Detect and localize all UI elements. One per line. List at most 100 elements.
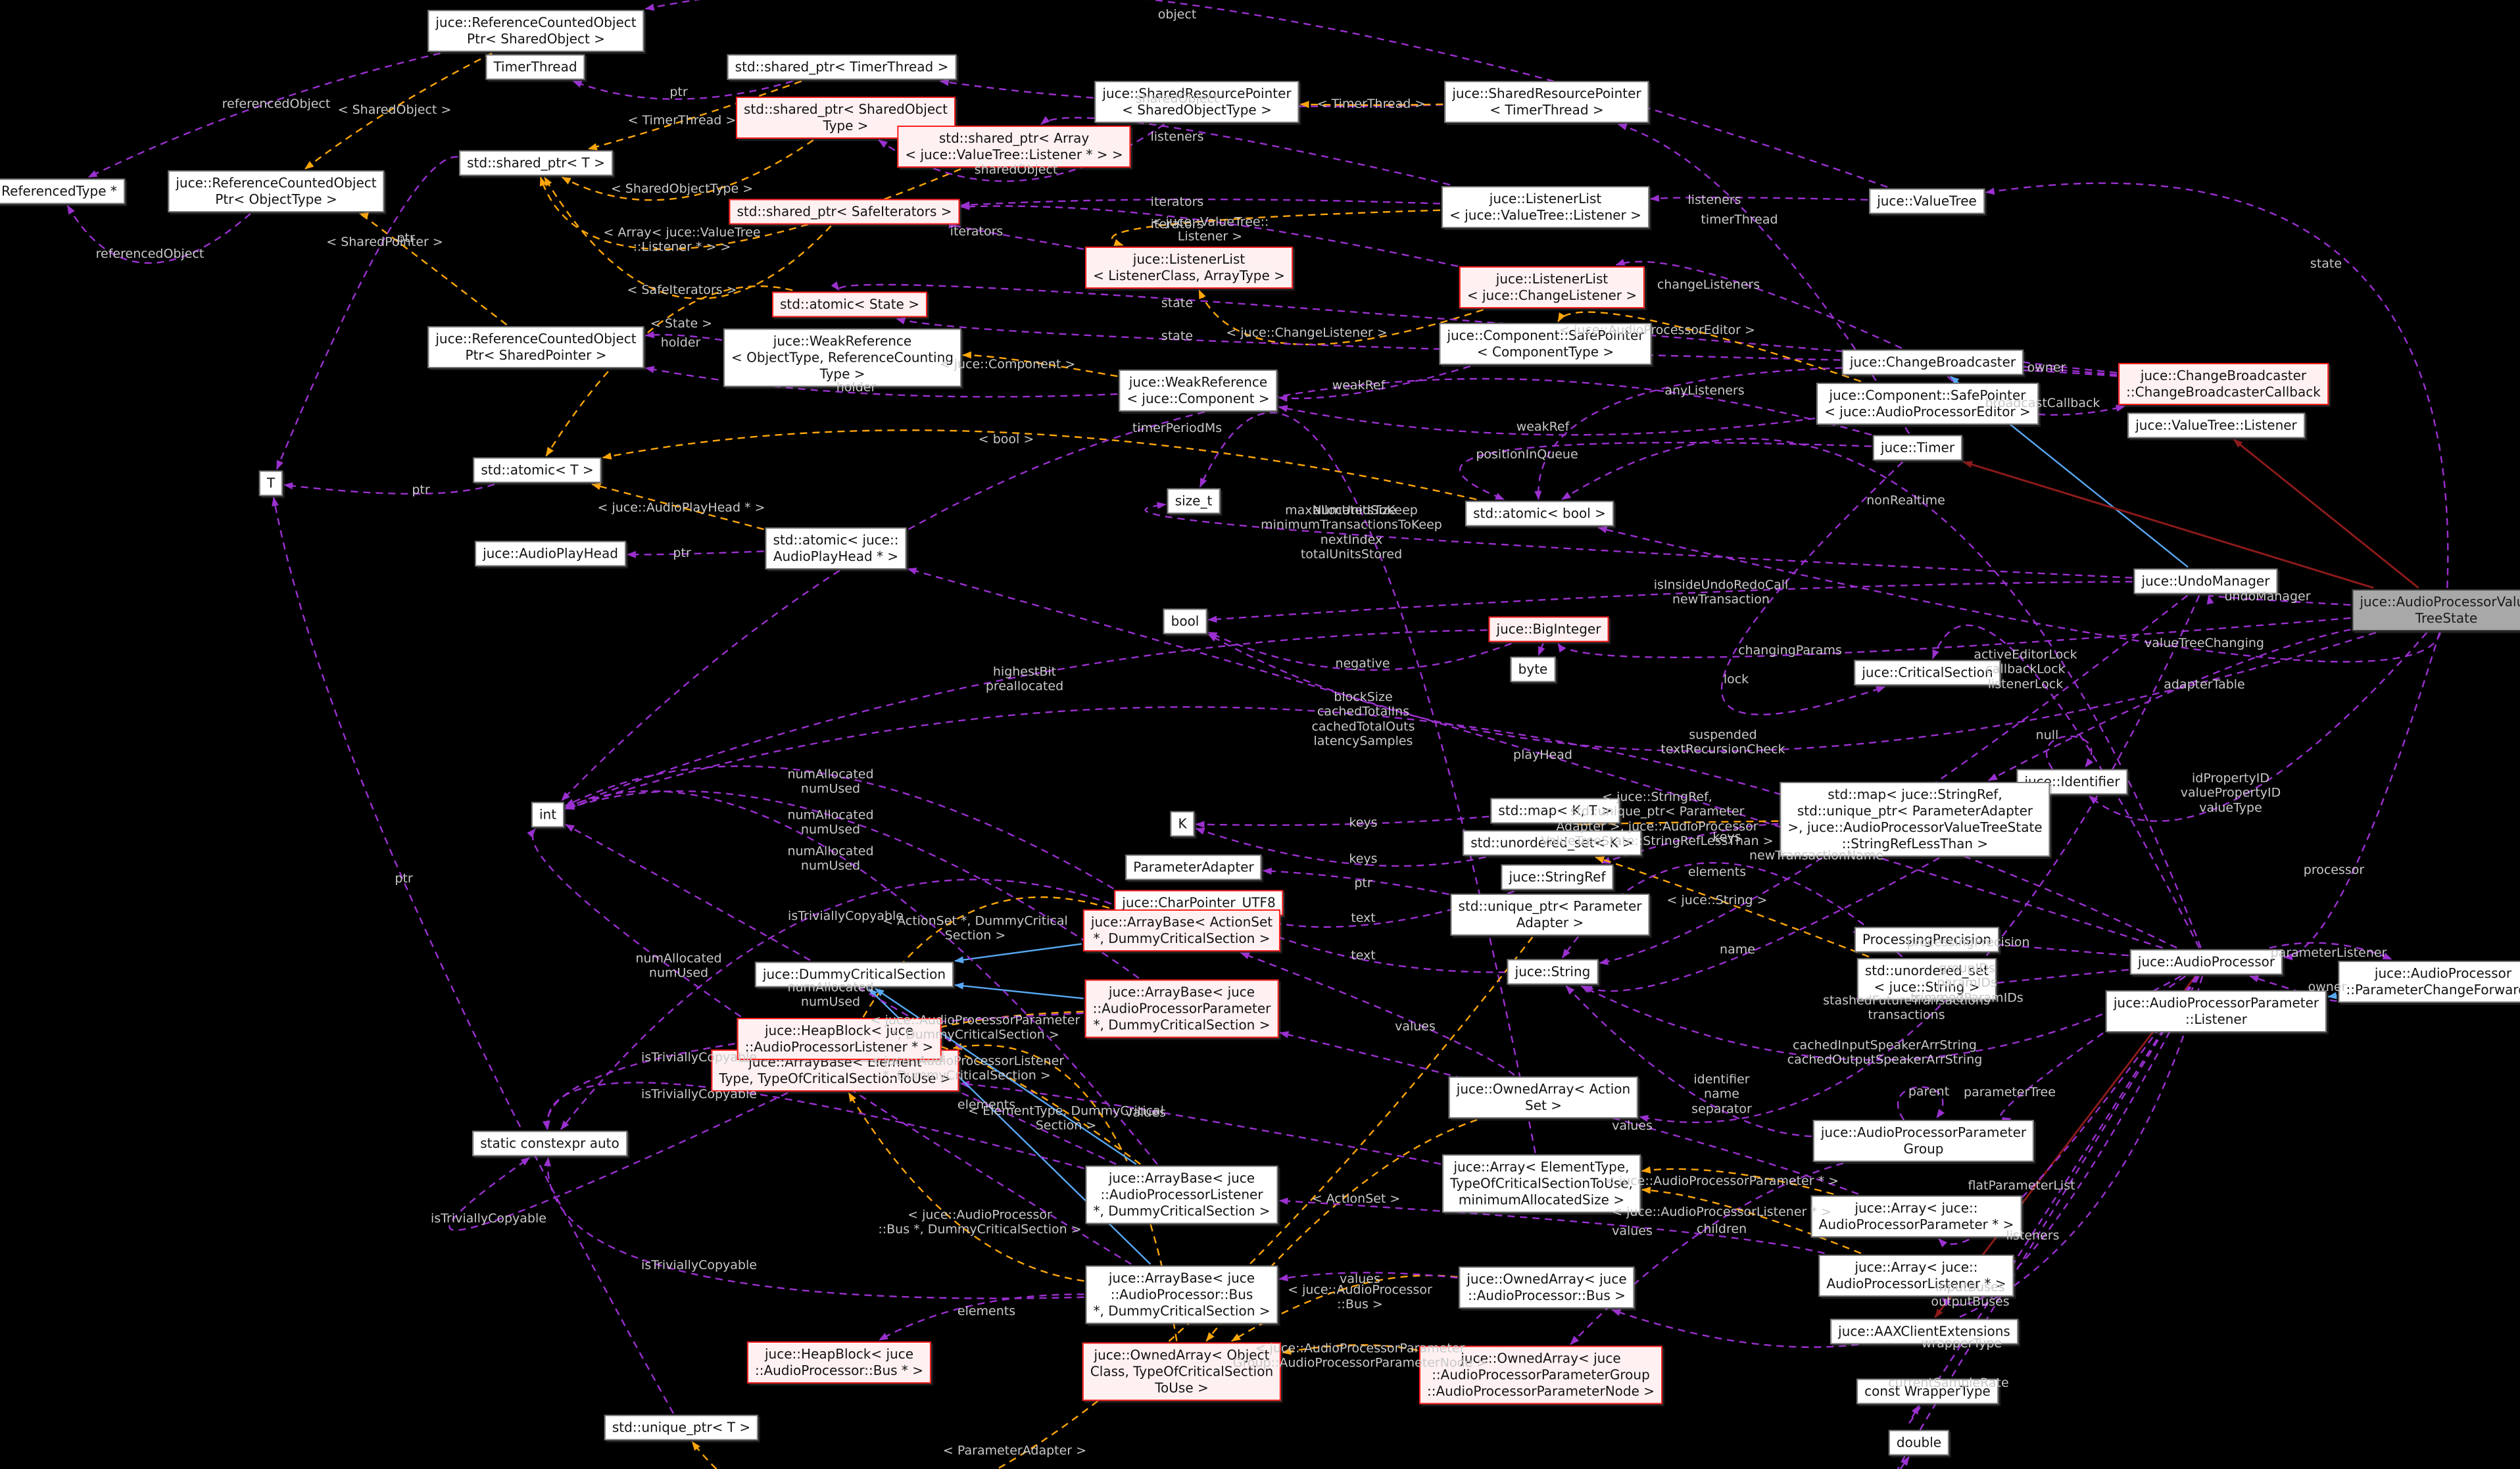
node-oa-actionset[interactable]: juce::OwnedArray< Action Set > bbox=[1448, 1076, 1639, 1119]
node-bool[interactable]: bool bbox=[1163, 608, 1207, 635]
node-rcop-sharedpointer[interactable]: juce::ReferenceCountedObject Ptr< Shared… bbox=[427, 326, 644, 368]
node-string[interactable]: juce::String bbox=[1507, 959, 1599, 985]
edge-ll-vtlistener-to-sp-safeiterators bbox=[960, 198, 1441, 208]
node-ab-actionset[interactable]: juce::ArrayBase< ActionSet *, DummyCriti… bbox=[1082, 909, 1281, 951]
edge-ab-apparam-to-int bbox=[565, 790, 1140, 979]
node-cb-callback[interactable]: juce::ChangeBroadcaster ::ChangeBroadcas… bbox=[2118, 363, 2329, 405]
node-ll-changelistener[interactable]: juce::ListenerList < juce::ChangeListene… bbox=[1459, 266, 1645, 308]
node-stringref[interactable]: juce::StringRef bbox=[1501, 864, 1614, 890]
edge-audioprocessor-to-array-apparam bbox=[1938, 975, 2197, 1248]
node-ab-bus[interactable]: juce::ArrayBase< juce ::AudioProcessor::… bbox=[1085, 1265, 1278, 1324]
edge-atomic-t-to-t bbox=[283, 482, 495, 495]
node-hb-aplistener[interactable]: juce::HeapBlock< juce ::AudioProcessorLi… bbox=[737, 1018, 942, 1060]
node-srp-timerthread[interactable]: juce::SharedResourcePointer < TimerThrea… bbox=[1444, 81, 1649, 123]
edge-cb-callback-to-atomic-state bbox=[831, 281, 2118, 376]
edge-array-aplistener-to-ab-aplistener bbox=[1278, 1197, 1825, 1255]
edge-ll-changelistener-to-ll-template bbox=[1198, 289, 1484, 346]
node-ab-aplistener[interactable]: juce::ArrayBase< juce ::AudioProcessorLi… bbox=[1085, 1165, 1278, 1224]
node-size-t[interactable]: size_t bbox=[1167, 488, 1221, 514]
edge-audioprocessor-to-criticalsection bbox=[1931, 624, 2200, 949]
node-valuetree[interactable]: juce::ValueTree bbox=[1869, 188, 1985, 214]
edge-ab-actionset-to-constexpr-auto bbox=[560, 879, 1124, 1130]
node-hb-bus[interactable]: juce::HeapBlock< juce ::AudioProcessor::… bbox=[746, 1341, 932, 1384]
node-oa-bus[interactable]: juce::OwnedArray< juce ::AudioProcessor:… bbox=[1459, 1266, 1635, 1309]
node-atomic-bool[interactable]: std::atomic< bool > bbox=[1465, 500, 1614, 527]
edge-cb-callback-to-changebroadcaster bbox=[2016, 358, 2118, 374]
node-sp-timerthread[interactable]: std::shared_ptr< TimerThread > bbox=[727, 54, 957, 80]
node-csp-componenttype[interactable]: juce::Component::SafePointer < Component… bbox=[1439, 323, 1652, 365]
node-audioplayhead[interactable]: juce::AudioPlayHead bbox=[475, 541, 626, 567]
edge-ab-actionset-to-ab-template bbox=[845, 896, 1110, 1049]
node-apvts[interactable]: juce::AudioProcessorValue TreeState bbox=[2352, 589, 2520, 631]
node-timer[interactable]: juce::Timer bbox=[1872, 435, 1963, 461]
edge-apvts-to-biginteger bbox=[1557, 617, 2351, 658]
node-atomic-t[interactable]: std::atomic< T > bbox=[473, 457, 602, 483]
node-timerthread[interactable]: TimerThread bbox=[485, 54, 585, 80]
node-array-aplistener[interactable]: juce::Array< juce:: AudioProcessorListen… bbox=[1818, 1255, 2014, 1297]
node-uset-string[interactable]: std::unordered_set < juce::String > bbox=[1856, 958, 1997, 1000]
node-dummycriticalsection[interactable]: juce::DummyCriticalSection bbox=[754, 961, 954, 988]
edge-sp-t-to-t bbox=[276, 156, 458, 470]
node-sp-sharedobjecttype[interactable]: std::shared_ptr< SharedObject Type > bbox=[736, 97, 956, 139]
node-audioprocessor[interactable]: juce::AudioProcessor bbox=[2129, 949, 2283, 975]
edge-appgroup-to-string bbox=[1565, 985, 1812, 1138]
node-sp-t[interactable]: std::shared_ptr< T > bbox=[459, 150, 613, 176]
node-undomanager[interactable]: juce::UndoManager bbox=[2133, 568, 2278, 594]
node-atomic-playhead-ptr[interactable]: std::atomic< juce:: AudioPlayHead * > bbox=[765, 527, 907, 569]
edge-ab-apparam-to-constexpr-auto bbox=[542, 1012, 1084, 1130]
node-srp-sharedobjecttype[interactable]: juce::SharedResourcePointer < SharedObje… bbox=[1094, 81, 1299, 123]
edge-audioprocessor-to-wrappertype bbox=[1908, 975, 2198, 1424]
node-weakref-component[interactable]: juce::WeakReference < juce::Component > bbox=[1119, 370, 1278, 412]
node-byte[interactable]: byte bbox=[1510, 656, 1556, 683]
edge-rcop-objecttype-to-reftype bbox=[66, 205, 251, 264]
node-ll-template[interactable]: juce::ListenerList < ListenerClass, Arra… bbox=[1085, 247, 1293, 289]
node-sp-safeiterators[interactable]: std::shared_ptr< SafeIterators > bbox=[729, 199, 960, 225]
node-constexpr-auto[interactable]: static constexpr auto bbox=[472, 1130, 627, 1157]
node-t[interactable]: T bbox=[258, 470, 283, 496]
edge-ll-vtlistener-to-sp-array-vtlistener bbox=[1040, 116, 1451, 186]
edge-apvts-to-identifier bbox=[2089, 632, 2428, 822]
node-appgroup[interactable]: juce::AudioProcessorParameter Group bbox=[1812, 1120, 2035, 1162]
edge-ab-bus-to-ab-template bbox=[848, 1092, 1084, 1282]
edge-changebroadcaster-to-ll-changelistener bbox=[1615, 258, 1902, 349]
node-rcop-objecttype[interactable]: juce::ReferenceCountedObject Ptr< Object… bbox=[168, 170, 385, 212]
node-atomic-state[interactable]: std::atomic< State > bbox=[772, 291, 927, 318]
node-param-change-forwarder[interactable]: juce::AudioProcessor ::ParameterChangeFo… bbox=[2338, 961, 2520, 1003]
node-parameteradapter[interactable]: ParameterAdapter bbox=[1125, 854, 1262, 880]
node-array-apparam[interactable]: juce::Array< juce:: AudioProcessorParame… bbox=[1810, 1195, 2022, 1238]
edge-atomic-playhead-ptr-to-atomic-t bbox=[591, 483, 764, 531]
node-biginteger[interactable]: juce::BigInteger bbox=[1488, 616, 1609, 642]
node-weakref-template[interactable]: juce::WeakReference < ObjectType, Refere… bbox=[723, 328, 961, 387]
node-array-template[interactable]: juce::Array< ElementType, TypeOfCritical… bbox=[1442, 1154, 1641, 1213]
node-csp-editor[interactable]: juce::Component::SafePointer < juce::Aud… bbox=[1816, 383, 2039, 425]
node-uset-k[interactable]: std::unordered_set< K > bbox=[1463, 830, 1641, 856]
node-changebroadcaster[interactable]: juce::ChangeBroadcaster bbox=[1841, 349, 2024, 375]
node-k[interactable]: K bbox=[1170, 811, 1195, 837]
node-map-stringref-adapter[interactable]: std::map< juce::StringRef, std::unique_p… bbox=[1780, 782, 2050, 857]
node-app-listener[interactable]: juce::AudioProcessorParameter ::Listener bbox=[2105, 990, 2327, 1032]
node-uptr-parameteradapter[interactable]: std::unique_ptr< Parameter Adapter > bbox=[1450, 894, 1650, 936]
node-valuetree-listener[interactable]: juce::ValueTree::Listener bbox=[2127, 412, 2305, 439]
node-map-k-t[interactable]: std::map< K, T > bbox=[1490, 798, 1620, 824]
edge-ab-apparam-to-dummycriticalsection bbox=[954, 982, 1084, 999]
node-double[interactable]: double bbox=[1888, 1430, 1950, 1456]
node-rcop-sharedobject[interactable]: juce::ReferenceCountedObject Ptr< Shared… bbox=[427, 10, 644, 52]
edge-uptr-parameteradapter-to-parameteradapter bbox=[1262, 867, 1449, 896]
node-ab-apparam[interactable]: juce::ArrayBase< juce ::AudioProcessorPa… bbox=[1084, 979, 1279, 1038]
node-aax[interactable]: juce::AAXClientExtensions bbox=[1830, 1318, 2018, 1345]
node-sp-array-vtlistener[interactable]: std::shared_ptr< Array < juce::ValueTree… bbox=[897, 126, 1131, 168]
edge-valuetree-to-ll-vtlistener bbox=[1649, 195, 1868, 202]
node-int[interactable]: int bbox=[531, 802, 565, 828]
edge-ab-aplistener-to-dummycriticalsection bbox=[875, 988, 1137, 1165]
node-reftype[interactable]: ReferencedType * bbox=[0, 178, 125, 205]
edge-apvts-to-timer bbox=[1963, 461, 2374, 589]
node-oa-paramnode[interactable]: juce::OwnedArray< juce ::AudioProcessorP… bbox=[1418, 1345, 1663, 1405]
node-processingprecision[interactable]: ProcessingPrecision bbox=[1854, 927, 2000, 953]
edge-oa-bus-to-ab-bus bbox=[1278, 1272, 1458, 1282]
node-oa-template[interactable]: juce::OwnedArray< Object Class, TypeOfCr… bbox=[1082, 1342, 1282, 1401]
edge-apvts-to-bool bbox=[1207, 631, 2377, 752]
node-criticalsection[interactable]: juce::CriticalSection bbox=[1854, 660, 2001, 686]
node-wrappertype[interactable]: const WrapperType bbox=[1856, 1378, 1999, 1405]
node-uptr-t[interactable]: std::unique_ptr< T > bbox=[604, 1414, 759, 1441]
node-ll-vtlistener[interactable]: juce::ListenerList < juce::ValueTree::Li… bbox=[1442, 186, 1649, 228]
